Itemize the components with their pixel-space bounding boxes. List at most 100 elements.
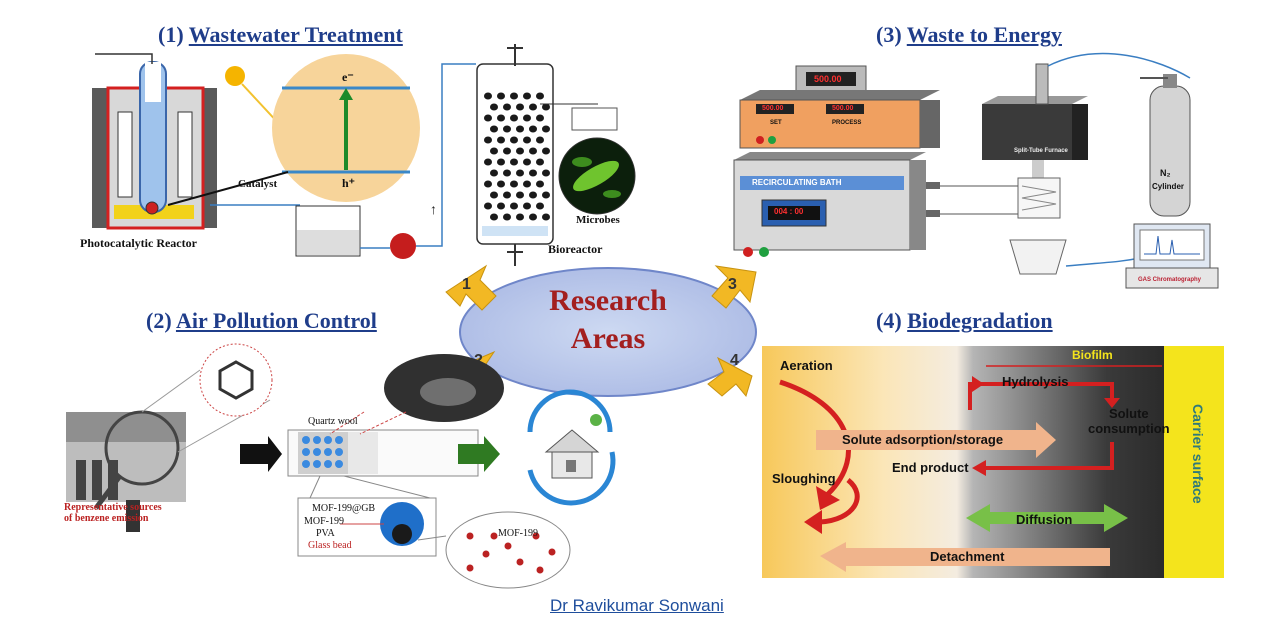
bioreactor-media-dot bbox=[542, 213, 550, 221]
bioreactor-media-dot bbox=[490, 213, 498, 221]
bioreactor-media-dot bbox=[523, 136, 531, 144]
title-waste-to-energy: (3) Waste to Energy bbox=[876, 22, 1062, 48]
waste-to-energy-diagram bbox=[733, 52, 1219, 289]
bioreactor-media-dot bbox=[497, 92, 505, 100]
bioreactor-media-dot bbox=[510, 202, 518, 210]
bioreactor-media-dot bbox=[503, 213, 511, 221]
bioreactor-media-dot bbox=[484, 158, 492, 166]
hole-label: h⁺ bbox=[342, 176, 356, 190]
bioreactor-media-dot bbox=[529, 103, 537, 111]
title-text: Wastewater Treatment bbox=[188, 22, 403, 47]
bioreactor-media-dot bbox=[536, 136, 544, 144]
bioreactor-media-dot bbox=[542, 191, 550, 199]
biofilm-label: Biofilm bbox=[1072, 348, 1113, 362]
quartz-wool-label: Quartz wool bbox=[308, 416, 358, 427]
mof-bead-dot bbox=[335, 448, 343, 456]
mof-bead-dot bbox=[302, 460, 310, 468]
photocatalytic-reactor-label: Photocatalytic Reactor bbox=[80, 236, 197, 250]
bioreactor-media-dot bbox=[510, 158, 518, 166]
bioreactor-media-dot bbox=[510, 92, 518, 100]
bioreactor-media-dot bbox=[503, 103, 511, 111]
title-text: Waste to Energy bbox=[906, 22, 1062, 47]
process-display: 500.00 bbox=[832, 105, 854, 112]
mof-structure-node bbox=[532, 532, 540, 540]
title-number: (3) bbox=[876, 22, 902, 47]
mof-structure-label: MOF-199 bbox=[498, 528, 539, 539]
bioreactor-media-dot bbox=[536, 158, 544, 166]
arrow-3 bbox=[711, 265, 757, 309]
arrow-1 bbox=[445, 264, 497, 311]
mof-structure-node bbox=[490, 532, 498, 540]
bioreactor-media-dot bbox=[529, 191, 537, 199]
bioreactor-media-dot bbox=[516, 169, 524, 177]
title-wastewater: (1) Wastewater Treatment bbox=[158, 22, 403, 48]
recirculating-bath-label: RECIRCULATING BATH bbox=[752, 178, 842, 187]
bioreactor-media-dot bbox=[484, 136, 492, 144]
author-link[interactable]: Dr Ravikumar Sonwani bbox=[550, 596, 724, 615]
bioreactor-media-dot bbox=[490, 191, 498, 199]
solute-consumption-label: Solute consumption bbox=[1088, 406, 1170, 436]
emission-sources-line1: Representative sources bbox=[64, 502, 162, 513]
bioreactor-media-dot bbox=[523, 158, 531, 166]
bioreactor-media-dot bbox=[516, 147, 524, 155]
mof-bead-dot bbox=[313, 460, 321, 468]
title-air-pollution: (2) Air Pollution Control bbox=[146, 308, 377, 334]
bioreactor-media-dot bbox=[484, 180, 492, 188]
set-display: 500.00 bbox=[762, 105, 784, 112]
mof-bead-dot bbox=[302, 448, 310, 456]
bioreactor-media-dot bbox=[503, 169, 511, 177]
pva-label: PVA bbox=[316, 528, 335, 539]
mof-structure-node bbox=[466, 564, 474, 572]
bioreactor-media-dot bbox=[510, 114, 518, 122]
bioreactor-media-dot bbox=[523, 114, 531, 122]
title-number: (2) bbox=[146, 308, 172, 333]
emission-sources-label: Representative sources of benzene emissi… bbox=[64, 502, 162, 524]
adsorption-label: Solute adsorption/storage bbox=[842, 432, 1004, 447]
bioreactor-media-dot bbox=[516, 191, 524, 199]
areas-line: Areas bbox=[570, 322, 646, 355]
bioreactor-media-dot bbox=[497, 136, 505, 144]
bioreactor-media-dot bbox=[503, 191, 511, 199]
bioreactor-media-dot bbox=[497, 158, 505, 166]
title-number: (1) bbox=[158, 22, 184, 47]
bioreactor-media-dot bbox=[529, 147, 537, 155]
bioreactor-media-dot bbox=[529, 125, 537, 133]
arrow-number-4: 4 bbox=[730, 352, 739, 369]
process-label: PROCESS bbox=[832, 120, 862, 126]
electron-label: e⁻ bbox=[342, 70, 354, 84]
bioreactor-media-dot bbox=[497, 180, 505, 188]
solute-line2: consumption bbox=[1088, 421, 1170, 436]
catalyst-label: Catalyst bbox=[238, 178, 278, 190]
biodegradation-diagram bbox=[762, 346, 1224, 578]
mof-structure-node bbox=[536, 566, 544, 574]
bioreactor-media-dot bbox=[516, 125, 524, 133]
n2-label: N₂ bbox=[1160, 168, 1171, 178]
bioreactor-media-dot bbox=[484, 92, 492, 100]
microbes-label: Microbes bbox=[576, 214, 620, 226]
bioreactor-media-dot bbox=[497, 114, 505, 122]
sloughing-label: Sloughing bbox=[772, 471, 836, 486]
mof-bead-dot bbox=[313, 436, 321, 444]
title-biodegradation: (4) Biodegradation bbox=[876, 308, 1053, 334]
bioreactor-media-dot bbox=[484, 114, 492, 122]
aeration-label: Aeration bbox=[780, 358, 833, 373]
bioreactor-media-dot bbox=[529, 169, 537, 177]
bioreactor-media-dot bbox=[484, 202, 492, 210]
bioreactor-media-dot bbox=[503, 147, 511, 155]
mof-gb-label: MOF-199@GB bbox=[312, 503, 376, 514]
arrow-number-3: 3 bbox=[728, 276, 737, 293]
mof-bead-dot bbox=[324, 460, 332, 468]
bioreactor-media-dot bbox=[516, 213, 524, 221]
research-areas-text: Research Areas bbox=[504, 282, 712, 358]
bioreactor-media-dot bbox=[536, 92, 544, 100]
mof-structure-node bbox=[516, 558, 524, 566]
mof-bead-dot bbox=[335, 460, 343, 468]
research-line: Research bbox=[549, 284, 667, 317]
photocatalytic-reactor-diagram: ↑ bbox=[92, 44, 636, 266]
mof-bead-dot bbox=[324, 436, 332, 444]
mof-bead-dot bbox=[335, 436, 343, 444]
set-label: SET bbox=[770, 120, 782, 126]
bioreactor-media-dot bbox=[542, 147, 550, 155]
title-text: Biodegradation bbox=[907, 308, 1053, 333]
air-pollution-diagram bbox=[66, 343, 616, 589]
